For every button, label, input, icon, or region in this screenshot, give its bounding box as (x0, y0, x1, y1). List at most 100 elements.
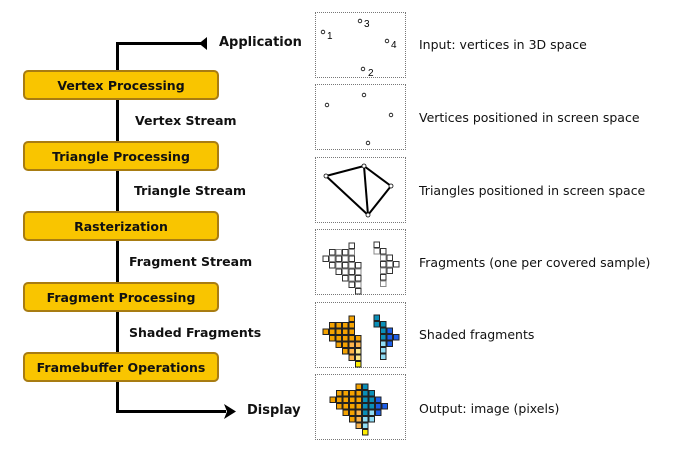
stage-vertex-processing: Vertex Processing (23, 70, 219, 100)
right-fragment-cell (380, 353, 387, 360)
output-pixel-cell (355, 390, 362, 397)
right-fragment-cell (373, 248, 380, 255)
output-pixel-cell (355, 403, 362, 410)
vertex-point (365, 212, 371, 218)
panel-shaded-fragments (315, 302, 406, 368)
left-fragment-cell (355, 275, 362, 282)
left-fragment-cell (342, 255, 349, 262)
stage-label: Rasterization (74, 218, 168, 234)
left-fragment-cell (329, 249, 336, 256)
left-fragment-cell (329, 255, 336, 262)
connector-shaded-fragments (116, 311, 119, 354)
stage-label: Triangle Processing (52, 148, 190, 164)
output-pixel-cell (336, 390, 343, 397)
left-fragment-cell (335, 249, 342, 256)
output-pixel-cell (362, 416, 369, 423)
stage-label: Vertex Processing (57, 77, 185, 93)
left-fragment-cell (355, 335, 362, 342)
vertex-label: 3 (364, 19, 370, 30)
panel-description: Output: image (pixels) (419, 401, 560, 416)
stage-label: Framebuffer Operations (36, 359, 206, 375)
right-fragment-cell (386, 334, 393, 341)
vertex-point (361, 163, 367, 169)
vertex-point (360, 66, 366, 72)
output-pixel-cell (362, 429, 369, 436)
left-fragment-cell (335, 255, 342, 262)
output-pixel-cell (355, 396, 362, 403)
output-pixel-cell (368, 409, 375, 416)
output-pixel-cell (349, 396, 356, 403)
triangle-edges (325, 165, 392, 216)
output-pixel-cell (336, 396, 343, 403)
vertex-point (384, 38, 390, 44)
vertex-label: 4 (391, 40, 397, 51)
left-fragment-cell (342, 249, 349, 256)
right-fragment-cell (380, 321, 387, 328)
right-fragment-cell (393, 261, 400, 268)
left-fragment-cell (348, 354, 355, 361)
left-fragment-cell (342, 268, 349, 275)
connector-application-vertical (116, 42, 119, 72)
panel-description: Input: vertices in 3D space (419, 37, 587, 52)
left-fragment-cell (348, 242, 355, 249)
output-pixel-cell (362, 383, 369, 390)
connector-display-horizontal (116, 410, 226, 413)
left-fragment-cell (348, 249, 355, 256)
output-pixel-cell (355, 422, 362, 429)
connector-display-vertical (116, 382, 119, 413)
vertex-label: 2 (368, 68, 374, 79)
fragments-figure (322, 241, 400, 295)
right-fragment-cell (380, 327, 387, 334)
panel-description: Fragments (one per covered sample) (419, 255, 651, 270)
vertex-point (388, 183, 394, 189)
left-fragment-cell (348, 262, 355, 269)
output-pixel-cell (381, 403, 388, 410)
output-pixel-cell (362, 422, 369, 429)
left-fragment-cell (355, 341, 362, 348)
stage-fragment-processing: Fragment Processing (23, 282, 219, 312)
left-fragment-cell (335, 262, 342, 269)
left-fragment-cell (355, 288, 362, 295)
right-fragment-cell (373, 321, 380, 328)
output-pixel-cell (368, 403, 375, 410)
panel-fragments (315, 229, 406, 295)
right-fragment-cell (380, 274, 387, 281)
left-fragment-cell (348, 275, 355, 282)
vertex-point (361, 92, 367, 98)
right-fragment-cell (386, 261, 393, 268)
output-pixel-cell (362, 403, 369, 410)
left-fragment-cell (348, 348, 355, 355)
left-fragment-cell (342, 322, 349, 329)
left-fragment-cell (355, 361, 362, 368)
left-fragment-cell (322, 328, 329, 335)
right-fragment-cell (386, 340, 393, 347)
left-fragment-cell (335, 341, 342, 348)
left-fragment-cell (329, 322, 336, 329)
right-fragment-cell (380, 340, 387, 347)
stage-triangle-processing: Triangle Processing (23, 141, 219, 171)
output-pixel-cell (375, 409, 382, 416)
panel-screen-vertices (315, 84, 406, 150)
connector-fragment-stream (116, 240, 119, 282)
panel-description: Shaded fragments (419, 327, 535, 342)
right-fragment-cell (386, 254, 393, 261)
panel-triangles (315, 157, 406, 223)
right-fragment-cell (373, 314, 380, 321)
left-fragment-cell (355, 262, 362, 269)
left-fragment-cell (355, 348, 362, 355)
left-fragment-cell (348, 328, 355, 335)
left-fragment-cell (348, 341, 355, 348)
output-pixel-cell (368, 390, 375, 397)
stage-label: Fragment Processing (46, 289, 196, 305)
stream-label-vertex: Vertex Stream (135, 113, 237, 128)
right-fragment-cell (386, 267, 393, 274)
left-fragment-cell (335, 322, 342, 329)
vertex-point (323, 173, 329, 179)
stream-label-shaded: Shaded Fragments (129, 325, 262, 340)
output-pixel-cell (362, 409, 369, 416)
connector-application-horizontal (116, 42, 202, 45)
vertex-point (388, 112, 394, 118)
shaded-fragments-figure (322, 314, 400, 368)
right-fragment-cell (380, 334, 387, 341)
output-pixel-cell (342, 409, 349, 416)
